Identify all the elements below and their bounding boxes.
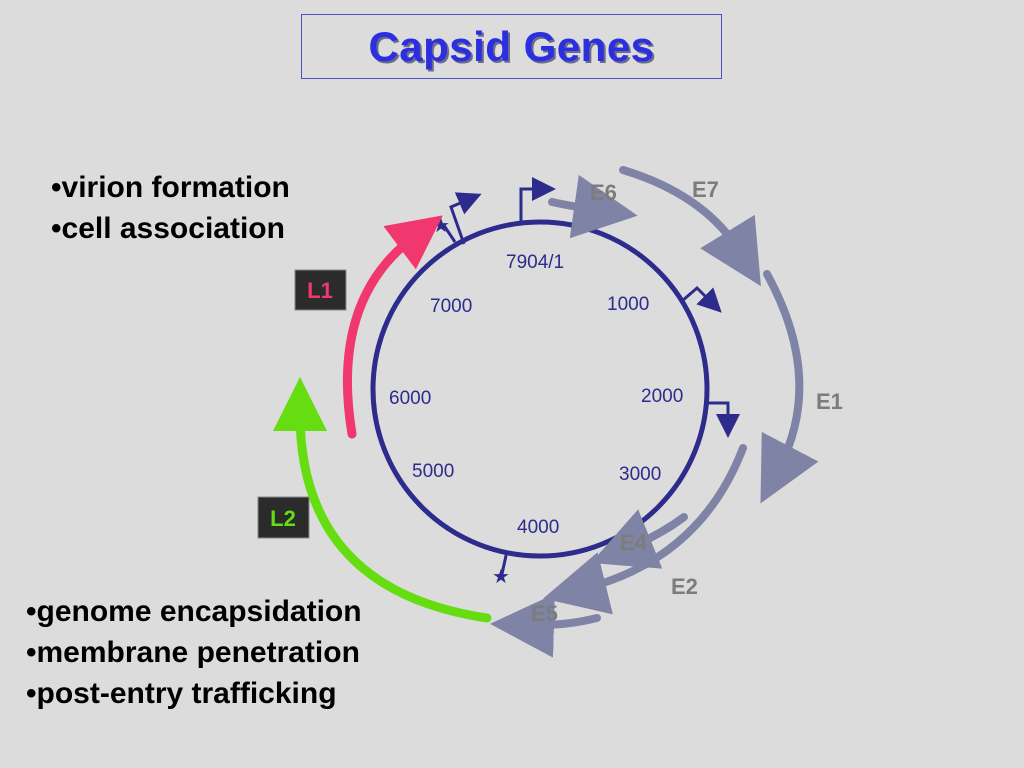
e5-arrow: [490, 593, 601, 658]
bottom-function-list: •genome encapsidation •membrane penetrat…: [26, 591, 362, 714]
position-label: 3000: [619, 464, 661, 485]
gene-label-e5: E5: [531, 601, 558, 626]
position-label: 6000: [389, 388, 431, 409]
top-function-list: •virion formation •cell association: [51, 167, 290, 249]
gene-label-e2: E2: [671, 574, 698, 599]
promoter-arrow: [681, 285, 722, 313]
position-label: 5000: [412, 461, 454, 482]
l1-arrow: [342, 215, 443, 439]
polyA-star-icon: ★: [432, 213, 450, 237]
function-item: •membrane penetration: [26, 636, 360, 669]
polyA-mark: [500, 550, 509, 575]
position-label: 7000: [430, 296, 472, 317]
position-label: 7904/1: [506, 252, 564, 273]
function-item: •genome encapsidation: [26, 595, 362, 628]
title-box: Capsid Genes: [301, 14, 722, 79]
polyA-star-icon: ★: [492, 564, 510, 588]
e6-arrow: [548, 174, 638, 239]
l1-label-box: [294, 269, 347, 311]
e2-arrow: [543, 444, 747, 615]
position-label: 4000: [517, 517, 559, 538]
gene-label-l2: L2: [270, 506, 296, 531]
e4-arrow: [590, 509, 688, 569]
position-label: 1000: [607, 294, 649, 315]
function-item: •post-entry trafficking: [26, 677, 337, 710]
gene-label-l1: L1: [307, 278, 333, 303]
polyA-mark: [441, 223, 457, 243]
gene-label-e6: E6: [590, 180, 617, 205]
function-item: •cell association: [51, 212, 285, 245]
genome-circle: [370, 219, 710, 559]
slide-title: Capsid Genes: [368, 22, 655, 70]
position-label: 2000: [641, 386, 683, 407]
l2-label-box: [257, 496, 310, 539]
function-item: •virion formation: [51, 171, 290, 204]
e7-arrow: [619, 166, 761, 287]
promoter-marks: [441, 177, 740, 575]
gene-label-e7: E7: [692, 177, 719, 202]
gene-label-e1: E1: [816, 389, 843, 414]
promoter-arrow: [707, 401, 740, 438]
l2-arrow: [273, 377, 492, 623]
gene-label-e4: E4: [620, 530, 648, 555]
promoter-arrow: [519, 177, 556, 224]
e1-arrow: [760, 270, 819, 504]
promoter-arrow: [449, 192, 482, 245]
